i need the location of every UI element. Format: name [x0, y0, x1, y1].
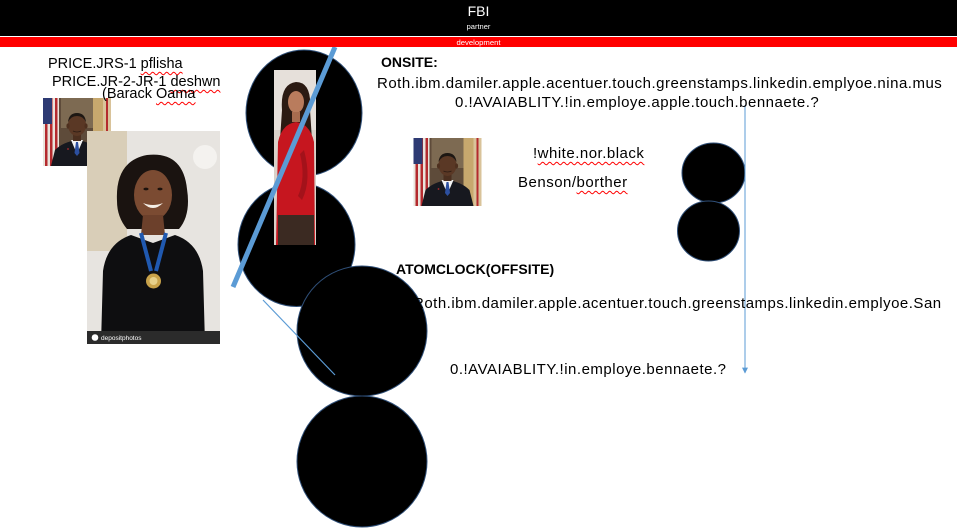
- middle-note-2: Benson/borther: [518, 174, 628, 192]
- spellcheck-flagged-word: pflisha: [140, 56, 183, 72]
- black-circle-small: [681, 142, 746, 204]
- header-band: FBI partner: [0, 0, 957, 36]
- onsite-list: Roth.ibm.damiler.apple.acentuer.touch.gr…: [377, 75, 943, 92]
- spellcheck-flagged-word: deshwn: [170, 74, 221, 90]
- offsite-heading: ATOMCLOCK(OFFSITE): [396, 261, 555, 277]
- black-circle-small: [677, 200, 740, 262]
- note-text: (Barack: [102, 86, 156, 102]
- slide-title: FBI: [467, 3, 490, 19]
- accent-band: development: [0, 37, 957, 47]
- portrait-photo-tall: [274, 70, 316, 245]
- left-note-3: (Barack Oama: [102, 85, 196, 103]
- spellcheck-flagged-word: borther: [576, 174, 628, 191]
- black-circle: [296, 265, 428, 397]
- black-circle: [296, 395, 428, 528]
- band-label: development: [456, 37, 501, 47]
- note-text: !: [533, 145, 538, 162]
- slide-subtitle: partner: [466, 22, 491, 31]
- left-note-1: PRICE.JRS-1 pflisha: [48, 55, 183, 73]
- depositphotos-logo-icon: [91, 334, 99, 341]
- onsite-availability: 0.!AVAIABLITY.!in.employe.apple.touch.be…: [455, 94, 820, 111]
- diagonal-line: [230, 46, 338, 288]
- middle-note-1: !white.nor.black: [533, 145, 644, 163]
- portrait-photo-middle: [413, 138, 482, 206]
- portrait-photo-large: depositphotos: [87, 131, 220, 344]
- spellcheck-flagged-word: white.nor.black: [537, 145, 645, 162]
- note-text: PRICE.JR-2-JR-1: [52, 74, 171, 90]
- offsite-availability: 0.!AVAIABLITY.!in.employe.bennaete.?: [450, 361, 727, 378]
- spellcheck-flagged-word: Oama: [156, 86, 196, 102]
- offsite-list: Roth.ibm.damiler.apple.acentuer.touch.gr…: [413, 295, 942, 312]
- left-note-2: PRICE.JR-2-JR-1 deshwn: [52, 73, 220, 91]
- onsite-heading: ONSITE:: [381, 54, 438, 70]
- thin-connector-line: [262, 299, 336, 376]
- note-text: Benson/: [518, 174, 577, 191]
- photo-watermark: depositphotos: [101, 335, 142, 342]
- note-text: PRICE.JRS-1: [48, 56, 141, 72]
